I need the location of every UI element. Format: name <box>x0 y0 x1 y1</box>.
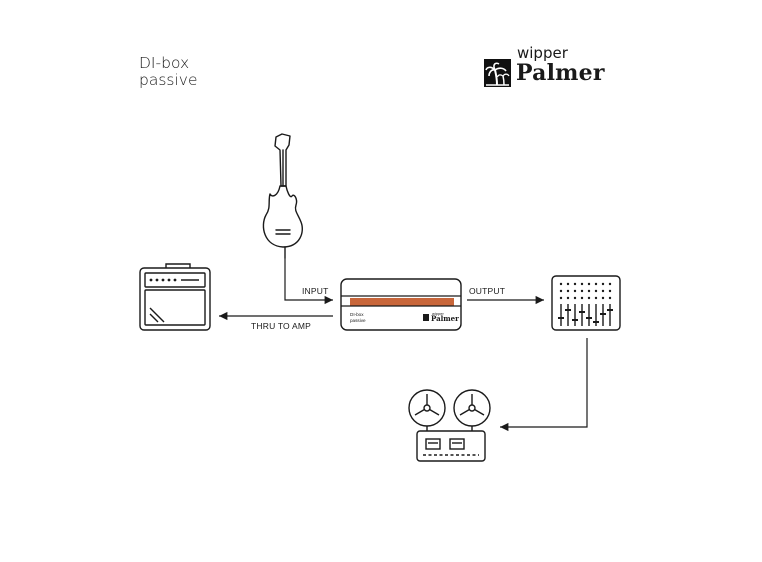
tape-recorder-icon <box>408 389 491 462</box>
diagram-title: DI-box passive <box>139 55 198 89</box>
input-label: INPUT <box>302 286 329 296</box>
di-box-label-2: passive <box>350 318 366 323</box>
di-box-palm-icon <box>423 314 429 321</box>
record-arrow <box>500 338 588 432</box>
palm-tree-icon <box>484 59 511 87</box>
output-label: OUTPUT <box>469 286 506 296</box>
title-line-1: DI-box <box>139 54 190 72</box>
brand-logo: wipper Palmer <box>484 44 624 90</box>
di-box-accent-strip <box>350 298 454 306</box>
brand-palmer: Palmer <box>516 60 605 86</box>
di-box-brand-main: Palmer <box>431 314 459 323</box>
thru-to-amp-label: THRU TO AMP <box>251 321 311 331</box>
title-line-2: passive <box>139 71 198 89</box>
input-arrow <box>284 258 333 305</box>
amplifier-icon <box>139 263 211 331</box>
di-box-device: DI-box passive wipper Palmer <box>340 278 462 331</box>
brand-wipper: wipper <box>517 44 568 62</box>
guitar-icon <box>262 133 303 259</box>
signal-lines <box>219 258 588 432</box>
di-box-label-1: DI-box <box>350 312 364 317</box>
di-box-brand-top: wipper <box>432 311 444 316</box>
mixer-icon <box>551 275 621 331</box>
